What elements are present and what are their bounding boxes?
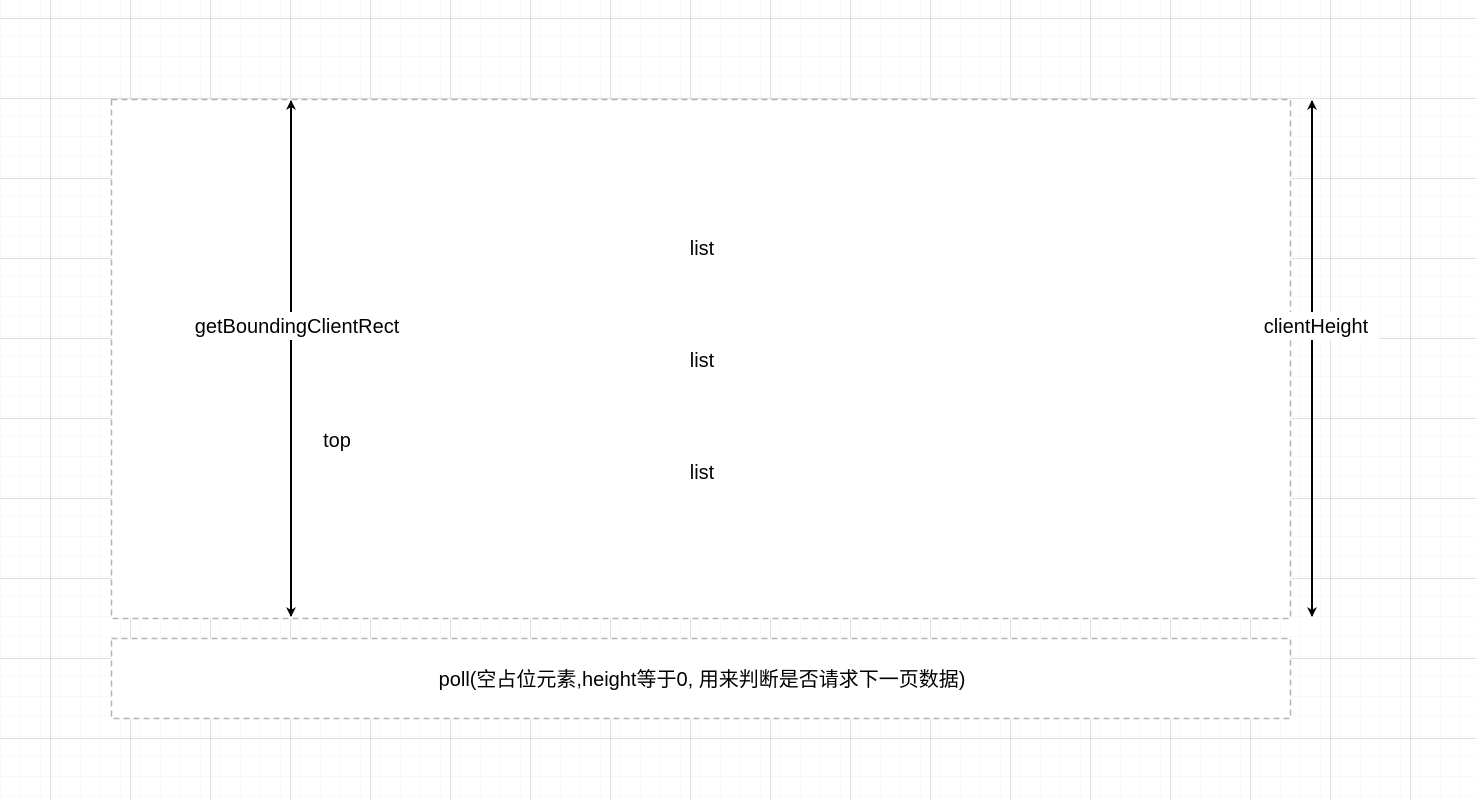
poll-label: poll(空占位元素,height等于0, 用来判断是否请求下一页数据) — [439, 668, 966, 691]
bounding-rect-label: getBoundingClientRect — [195, 316, 400, 338]
top-label: top — [323, 430, 351, 452]
list-item: list — [690, 238, 715, 260]
poll-box[interactable] — [110, 637, 1292, 720]
list-item: list — [690, 350, 715, 372]
list-item: list — [690, 462, 715, 484]
list-container[interactable] — [110, 98, 1292, 620]
client-height-label: clientHeight — [1264, 316, 1369, 338]
